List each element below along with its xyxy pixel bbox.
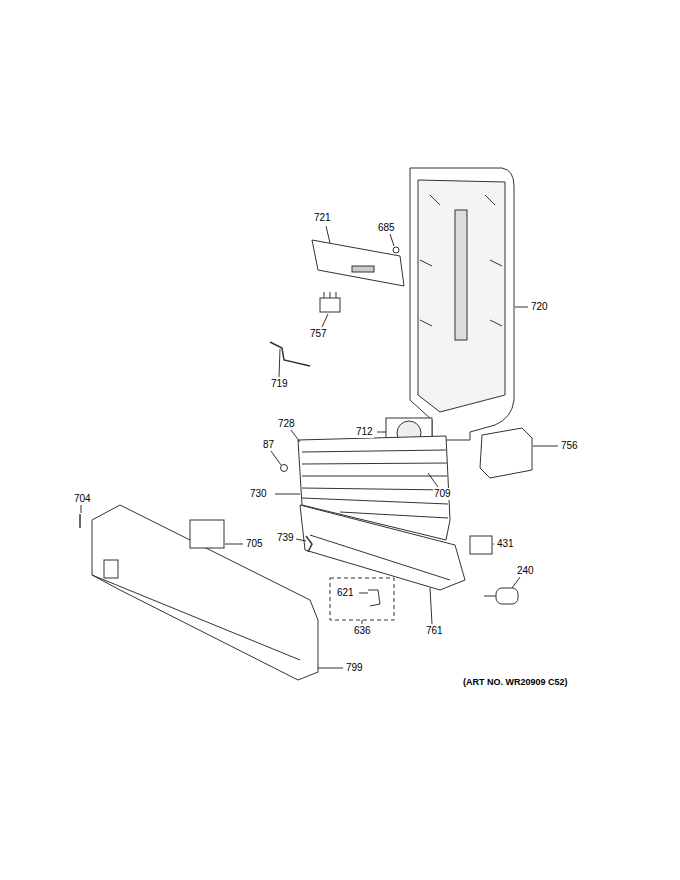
callout-number: 721 [313, 212, 332, 224]
liner-panel [410, 168, 514, 440]
kit-box [330, 578, 394, 620]
callout-number: 756 [560, 440, 579, 452]
callout-number: 685 [377, 222, 396, 234]
callout-number: 87 [262, 439, 275, 451]
callout-number: 761 [425, 625, 444, 637]
callout-number: 730 [249, 488, 268, 500]
screw [393, 247, 399, 253]
callout-number: 799 [345, 662, 364, 674]
callout-number: 709 [433, 488, 452, 500]
clip [306, 536, 312, 552]
drain-pan [300, 505, 465, 590]
connector [320, 298, 340, 312]
cover [312, 240, 404, 286]
callout-number: 636 [353, 625, 372, 637]
callout-number: 757 [309, 328, 328, 340]
pad [470, 536, 492, 554]
callout-number: 739 [276, 532, 295, 544]
callout-number: 712 [355, 426, 374, 438]
cover-tab [352, 266, 374, 272]
leader-lines [81, 226, 558, 668]
liner-inner [418, 180, 505, 412]
art-number-note: (ART NO. WR20909 C52) [462, 676, 569, 688]
callout-number: 705 [245, 538, 264, 550]
callout-number: 621 [336, 587, 355, 599]
callout-number: 240 [516, 565, 535, 577]
housing [92, 505, 318, 680]
liner-channel [455, 210, 467, 340]
thermostat [496, 588, 518, 604]
duct [480, 428, 532, 478]
kit-clip [368, 590, 380, 606]
callout-number: 704 [73, 493, 92, 505]
callout-number: 720 [530, 301, 549, 313]
callout-number: 728 [277, 418, 296, 430]
screw [281, 465, 288, 472]
callout-number: 719 [270, 378, 289, 390]
pad [190, 520, 224, 548]
housing-tab [104, 560, 118, 578]
wire [270, 342, 310, 366]
callout-number: 431 [496, 538, 515, 550]
